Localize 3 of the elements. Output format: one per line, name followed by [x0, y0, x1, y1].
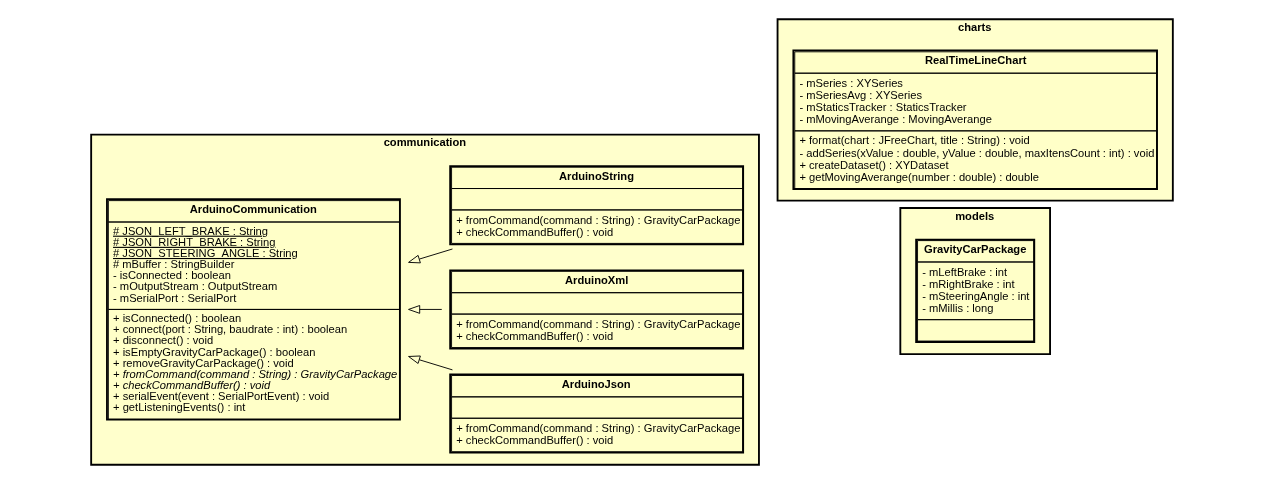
arrow — [408, 248, 453, 264]
arrow — [408, 355, 453, 371]
arrow — [408, 305, 443, 314]
